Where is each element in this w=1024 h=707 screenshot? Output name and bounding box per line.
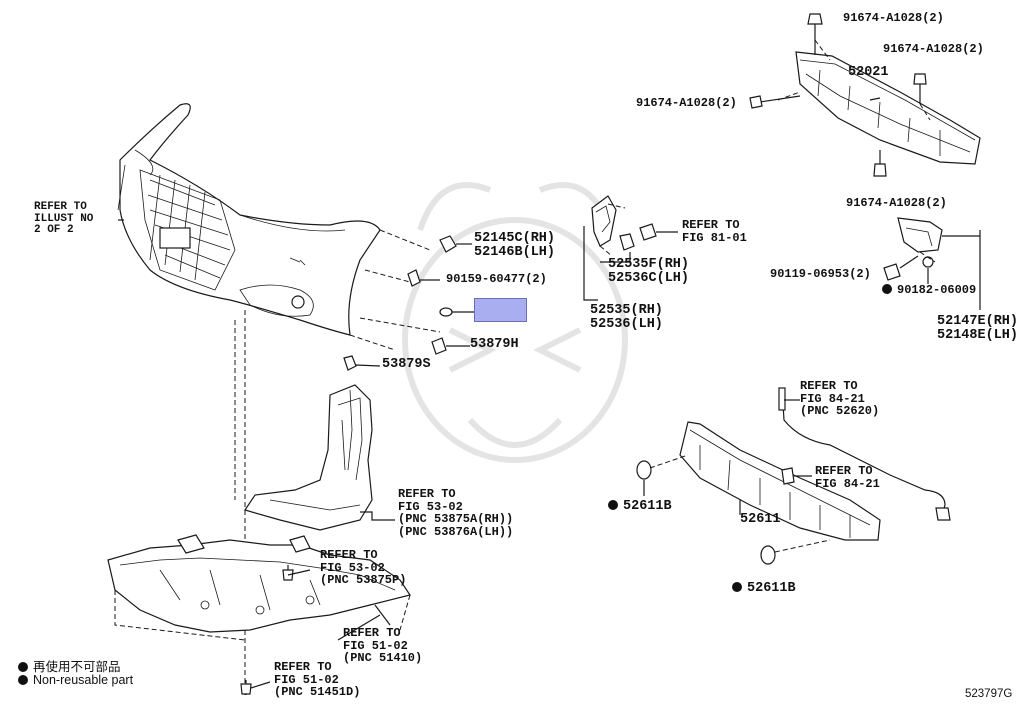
engine-under-cover-51410	[107, 534, 411, 695]
non-reusable-marker-icon	[18, 675, 28, 685]
label-52535f-52536c[interactable]: 52535F(RH) 52536C(LH)	[608, 257, 690, 287]
label-90182-06009[interactable]: 90182-06009	[882, 284, 976, 297]
refer-illust-2of2[interactable]: REFER TO ILLUST NO 2 OF 2	[34, 201, 94, 237]
label-52611[interactable]: 52611	[740, 512, 781, 527]
clip-part-highlight	[439, 307, 474, 317]
label-52147e-52148e[interactable]: 52147E(RH) 52148E(LH)	[937, 314, 1019, 344]
label-90159-60477[interactable]: 90159-60477(2)	[446, 272, 547, 286]
legend-text-japanese: 再使用不可部品	[33, 660, 121, 674]
label-90182-06009-text: 90182-06009	[897, 283, 977, 297]
label-52021[interactable]: 52021	[848, 65, 889, 80]
clip-53879s	[343, 355, 381, 371]
legend-text-english: Non-reusable part	[33, 673, 134, 687]
legend-item-english: Non-reusable part	[18, 673, 133, 687]
refer-fig-53-02-pnc53875p[interactable]: REFER TO FIG 53-02 (PNC 53875P)	[320, 548, 407, 588]
clip-52145c	[439, 235, 472, 253]
label-53879s[interactable]: 53879S	[382, 357, 431, 372]
label-91674-top[interactable]: 91674-A1028(2)	[843, 11, 944, 25]
refer-fig-51-02-pnc51451d[interactable]: REFER TO FIG 51-02 (PNC 51451D)	[274, 660, 361, 700]
splash-shield-53875a	[244, 384, 373, 531]
screw-90159	[407, 269, 440, 287]
front-bumper-cover	[117, 103, 381, 336]
legend-item-japanese: 再使用不可部品	[18, 656, 121, 675]
figure-number: 523797G	[965, 688, 1013, 700]
non-reusable-marker-icon	[732, 582, 742, 592]
label-52535-52536[interactable]: 52535(RH) 52536(LH)	[590, 303, 663, 333]
energy-absorber-52611	[636, 421, 881, 565]
wire-harness-52620	[778, 387, 951, 521]
label-52145c-52146b[interactable]: 52145C(RH) 52146B(LH)	[474, 231, 556, 261]
refer-fig-51-02-pnc51410[interactable]: REFER TO FIG 51-02 (PNC 51410)	[343, 626, 423, 666]
clip-53879h	[431, 337, 470, 355]
label-52611b-left[interactable]: 52611B	[608, 499, 672, 514]
bracket-52147e	[883, 217, 981, 310]
label-52611b-bottom-text: 52611B	[747, 581, 796, 596]
label-91674-bottom[interactable]: 91674-A1028(2)	[846, 196, 947, 210]
refer-fig-81-01[interactable]: REFER TO FIG 81-01	[682, 218, 747, 245]
refer-fig-84-21-pnc52620[interactable]: REFER TO FIG 84-21 (PNC 52620)	[800, 379, 880, 419]
label-90119-06953[interactable]: 90119-06953(2)	[770, 267, 871, 281]
refer-fig-84-21[interactable]: REFER TO FIG 84-21	[815, 464, 880, 491]
side-bracket-52535	[583, 195, 678, 301]
non-reusable-marker-icon	[882, 284, 892, 294]
bumper-reinforcement-52021	[749, 13, 981, 177]
label-91674-left[interactable]: 91674-A1028(2)	[636, 96, 737, 110]
watermark	[402, 182, 628, 463]
refer-fig-53-02-pnc53875a[interactable]: REFER TO FIG 53-02 (PNC 53875A(RH)) (PNC…	[398, 487, 514, 539]
label-52611b-left-text: 52611B	[623, 499, 672, 514]
highlighted-part-callout[interactable]	[474, 298, 527, 322]
label-91674-right[interactable]: 91674-A1028(2)	[883, 42, 984, 56]
non-reusable-marker-icon	[18, 662, 28, 672]
label-52611b-bottom[interactable]: 52611B	[732, 581, 796, 596]
non-reusable-marker-icon	[608, 500, 618, 510]
label-53879h[interactable]: 53879H	[470, 337, 519, 352]
